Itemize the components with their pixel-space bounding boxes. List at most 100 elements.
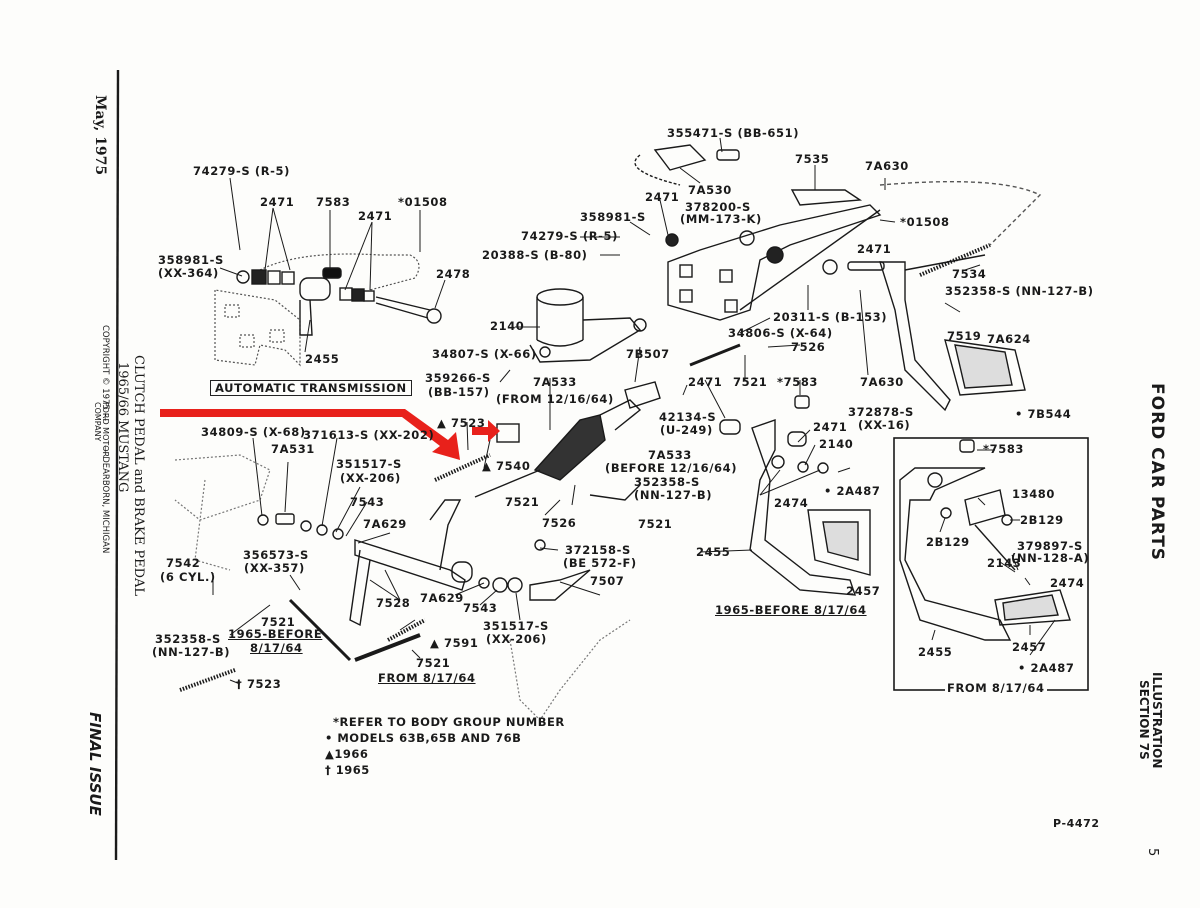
part-callout: 7A630 [865, 159, 909, 173]
leader-lines [212, 137, 1056, 685]
issue-date: May, 1975 [92, 95, 108, 176]
section-label: SECTION 7S [1137, 680, 1151, 760]
legend: *REFER TO BODY GROUP NUMBER • MODELS 63B… [325, 714, 564, 778]
part-callout: 2471 [358, 209, 393, 223]
clutch-rod-7521 [689, 343, 741, 367]
part-callout: 358981-S [158, 253, 224, 267]
part-callout: 34807-S (X-66) [432, 347, 537, 361]
part-callout: 7A533 [648, 448, 692, 462]
pedal-support-bracket [634, 144, 882, 321]
part-callout: 351517-S [336, 457, 402, 471]
part-callout: 7A530 [688, 183, 732, 197]
part-callout: 2471 [688, 375, 723, 389]
part-callout: 2455 [305, 352, 340, 366]
final-issue-label: FINAL ISSUE [86, 712, 104, 816]
illustration-label: ILLUSTRATION [1150, 672, 1164, 769]
part-callout: *7583 [983, 442, 1025, 456]
part-callout: 2B129 [926, 535, 970, 549]
spring-7523-bottom [179, 668, 236, 692]
part-callout: 2457 [846, 584, 881, 598]
clutch-1965-before-label: 1965-BEFORE [228, 627, 323, 641]
part-callout: 2471 [260, 195, 295, 209]
part-callout: 7526 [542, 516, 577, 530]
part-callout: (MM-173-K) [680, 212, 762, 226]
clutch-boot [474, 381, 661, 501]
part-callout: 352358-S [634, 475, 700, 489]
brake-from-8-17-64-label: FROM 8/17/64 [945, 681, 1047, 695]
part-callout: 358981-S [580, 210, 646, 224]
from-12-16-64-label: (FROM 12/16/64) [496, 392, 614, 406]
part-callout: 7534 [952, 267, 987, 281]
part-callout: 7521 [261, 615, 296, 629]
part-callout: (NN-127-B) [152, 645, 231, 659]
part-callout: 372878-S [848, 405, 914, 419]
part-callout: 20388-S (B-80) [482, 248, 588, 262]
clutch-cable-7521-lower [288, 598, 352, 662]
part-callout: 7521 [733, 375, 768, 389]
part-callout: 2B129 [1020, 513, 1064, 527]
part-callout: 7543 [350, 495, 385, 509]
auto-trans-assembly [214, 253, 420, 367]
part-callout: 2455 [918, 645, 953, 659]
part-callout: 2140 [819, 437, 854, 451]
spring-7523-top [434, 453, 491, 482]
part-callout: 34806-S (X-64) [728, 326, 833, 340]
part-callout: 74279-S (R-5) [193, 164, 291, 178]
legend-body-group-note: *REFER TO BODY GROUP NUMBER [333, 715, 565, 729]
diagram-subtitle: 1965/66 MUSTANG [115, 362, 130, 493]
part-callout: 2471 [813, 420, 848, 434]
brake-pedal-early [719, 395, 871, 596]
clutch-from-8-17-64-label: FROM 8/17/64 [378, 671, 476, 685]
part-callout: 359266-S [425, 371, 491, 385]
part-callout: (XX-206) [340, 471, 401, 485]
before-12-16-64-label: (BEFORE 12/16/64) [605, 461, 738, 475]
part-callout: *01508 [900, 215, 950, 229]
part-callout: 42134-S [659, 410, 717, 424]
part-callout: 20311-S (B-153) [773, 310, 888, 324]
part-callout: • 2A487 [824, 484, 881, 498]
part-callout: 352358-S [155, 632, 221, 646]
part-callout: 7A629 [420, 591, 464, 605]
left-margin-rule [114, 69, 120, 861]
automatic-transmission-label: AUTOMATIC TRANSMISSION [210, 380, 412, 396]
part-callout: 2478 [436, 267, 471, 281]
part-callout: 7521 [505, 495, 540, 509]
firewall-outline [174, 454, 631, 721]
part-callout: 7A630 [860, 375, 904, 389]
part-callout: 7542 [166, 556, 201, 570]
spring-7591 [387, 618, 426, 642]
part-callout: 7521 [416, 656, 451, 670]
return-spring-7534 [919, 243, 991, 277]
page-number: 5 [1145, 848, 1160, 857]
clutch-before-date-label: 8/17/64 [250, 641, 303, 655]
part-callout: 7526 [791, 340, 826, 354]
red-arrow-short [472, 420, 500, 442]
brand-ford-car-parts: FORD CAR PARTS [1147, 383, 1167, 562]
part-callout: 7A624 [987, 332, 1031, 346]
part-callout: 74279-S (R-5) [521, 229, 619, 243]
part-callout: 13480 [1012, 487, 1056, 501]
part-callout: (XX-16) [858, 418, 911, 432]
clutch-pedal-right [822, 180, 1042, 412]
part-callout: (BB-157) [428, 385, 490, 399]
part-callout: 352358-S (NN-127-B) [945, 284, 1094, 298]
part-callout: 7521 [638, 517, 673, 531]
part-callout: • 7B544 [1015, 407, 1072, 421]
part-callout: • 2A487 [1018, 661, 1075, 675]
auto-trans-shaft [236, 267, 442, 336]
brake-1965-before-label: 1965-BEFORE 8/17/64 [715, 603, 867, 617]
part-callout: 378200-S [685, 200, 751, 214]
part-callout: 379897-S [1017, 539, 1083, 553]
publisher-location: — DEARBORN, MICHIGAN [100, 445, 110, 554]
part-callout: 2143 [987, 556, 1022, 570]
part-callout: 2140 [490, 319, 525, 333]
red-highlight-arrows [160, 409, 500, 460]
part-callout: 351517-S [483, 619, 549, 633]
part-callout: *01508 [398, 195, 448, 209]
part-callout: 2474 [1050, 576, 1085, 590]
part-callout: (XX-364) [158, 266, 219, 280]
part-callout: (U-249) [660, 423, 713, 437]
part-callout: (NN-128-A) [1011, 551, 1090, 565]
